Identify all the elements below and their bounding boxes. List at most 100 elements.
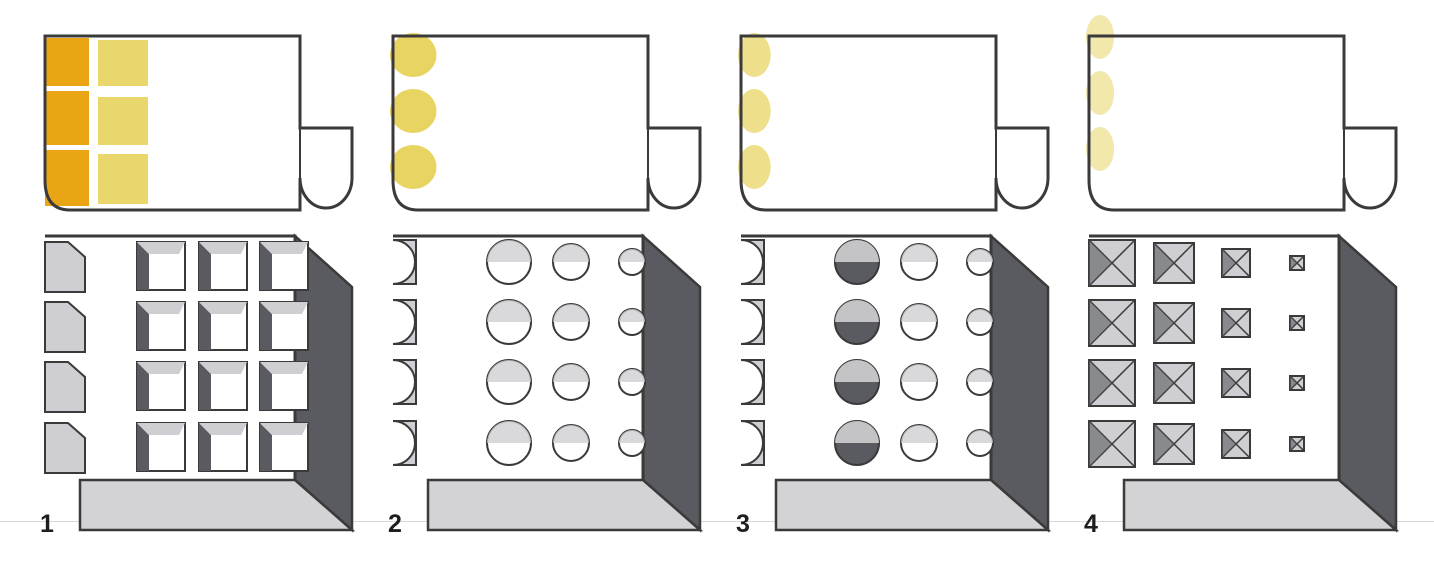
cell [740, 239, 765, 285]
cell-shadow [1089, 421, 1112, 467]
cell-shadow [1222, 309, 1236, 337]
panel-number-label: 2 [388, 510, 402, 538]
sheet-curl [299, 128, 327, 209]
cell-top [199, 242, 247, 254]
cell [392, 359, 417, 405]
cell-shade [553, 304, 589, 322]
cell-shadow [260, 362, 272, 410]
cell [44, 241, 86, 293]
stain-patch [738, 89, 771, 133]
cell-shade [487, 240, 531, 262]
cell-shade [487, 300, 531, 322]
cell-shadow [1154, 363, 1174, 403]
cell-shade [967, 249, 993, 262]
cell-shadow [1290, 256, 1297, 270]
stain-patch [98, 154, 148, 204]
cell-shade [967, 309, 993, 322]
cell-shadow [1154, 303, 1174, 343]
cell-top [137, 242, 185, 254]
stain-divider [45, 145, 150, 150]
section-sheet [1087, 34, 1398, 212]
bottom-rule [0, 521, 1434, 522]
cell-shade [835, 421, 879, 443]
cell-shadow [199, 242, 211, 290]
cell-shadow [1154, 243, 1174, 283]
cell-top [137, 302, 185, 314]
cell-shade [553, 425, 589, 443]
cell-shadow [1290, 316, 1297, 330]
panel-number-label: 3 [736, 510, 750, 538]
section-outline-1 [43, 34, 354, 212]
panel-2: 2 [388, 33, 704, 538]
stain-divider [45, 86, 150, 91]
stain-patch [1086, 127, 1115, 171]
sheet-curl [647, 128, 675, 209]
cell-shade [835, 240, 879, 262]
stain-patch [98, 97, 148, 147]
cell-shade [553, 244, 589, 262]
cell-shadow [199, 423, 211, 471]
cell [44, 361, 86, 413]
section-outline-2 [390, 33, 702, 212]
cell-shadow [260, 423, 272, 471]
panel-1: 1 [40, 34, 356, 538]
cell-shadow [199, 362, 211, 410]
cell-shadow [1089, 300, 1112, 346]
cell [392, 299, 417, 345]
cell-top [137, 362, 185, 374]
cell-shadow [1089, 240, 1112, 286]
cell-shadow [1222, 430, 1236, 458]
cell-block-1 [44, 233, 356, 533]
cell-shade [553, 364, 589, 382]
cell-shade [487, 360, 531, 382]
cell-shade [967, 430, 993, 443]
panel-number-label: 4 [1084, 510, 1098, 538]
front-face [393, 234, 645, 480]
stain-patch [390, 145, 437, 189]
cell-top [260, 362, 308, 374]
cell-shade [487, 421, 531, 443]
cell-shade [835, 360, 879, 382]
cell-block-2 [392, 233, 704, 533]
section-sheet [739, 34, 1050, 212]
floor-face [78, 478, 356, 532]
cell [392, 420, 417, 466]
cell-shade [967, 369, 993, 382]
cell-shade [901, 304, 937, 322]
front-face [741, 234, 993, 480]
sheet-curl [1343, 128, 1371, 209]
stain-patch [1086, 71, 1115, 115]
cell-shade [619, 249, 645, 262]
cell-shade [835, 300, 879, 322]
cell-shadow [199, 302, 211, 350]
cell-top [199, 302, 247, 314]
cell-shadow [1290, 437, 1297, 451]
cell-shade [619, 369, 645, 382]
stain-patch [98, 40, 148, 90]
cell-shadow [260, 302, 272, 350]
cell [740, 299, 765, 345]
cell-shadow [1154, 424, 1174, 464]
cell-shade [901, 364, 937, 382]
panel-3: 3 [736, 33, 1052, 538]
cell [392, 239, 417, 285]
stain-band [45, 38, 89, 206]
front-face [1089, 234, 1341, 480]
cell [740, 359, 765, 405]
floor-face [774, 478, 1052, 532]
floor-face [426, 478, 704, 532]
cell-shadow [137, 423, 149, 471]
cell [44, 301, 86, 353]
section-outline-3 [738, 33, 1050, 212]
cell-shadow [1290, 376, 1297, 390]
cell-shade [901, 244, 937, 262]
section-sheet [391, 34, 702, 212]
cell [44, 422, 86, 474]
stain-patch [738, 33, 771, 77]
cell-block-4 [1088, 233, 1400, 533]
stain-patch [738, 145, 771, 189]
cell-shade [619, 430, 645, 443]
cell-block-3 [740, 233, 1052, 533]
cell-shade [901, 425, 937, 443]
